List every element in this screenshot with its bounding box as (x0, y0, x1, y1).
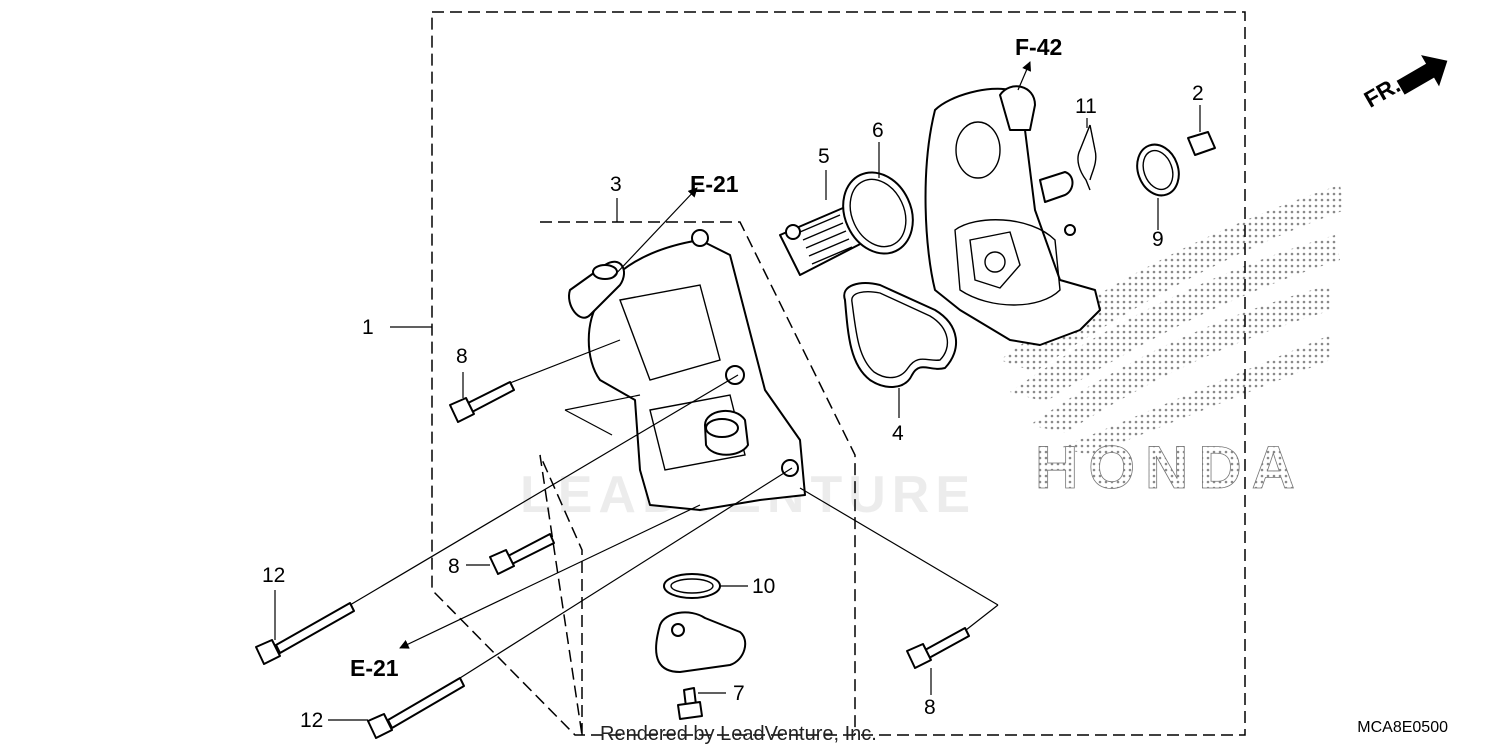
clip-11 (1077, 124, 1097, 191)
callout-4: 4 (892, 422, 904, 445)
honda-logo-text: HONDA (1035, 434, 1305, 501)
drawing-code: MCA8E0500 (1357, 719, 1448, 736)
callout-12-upper: 12 (262, 564, 285, 587)
callout-9: 9 (1152, 228, 1164, 251)
bolt-8-upper (449, 381, 515, 423)
credit-text: Rendered by LeadVenture, Inc. (600, 723, 877, 745)
bolt-12-upper (255, 602, 355, 665)
callout-2: 2 (1192, 82, 1204, 105)
o-ring-6-inner (849, 178, 907, 248)
cover-plate (655, 611, 747, 673)
ref-e21-bottom: E-21 (350, 655, 399, 681)
callout-3: 3 (610, 173, 622, 196)
bolt-8-right (906, 627, 970, 669)
bolt-8-lower (489, 533, 555, 575)
callout-6: 6 (872, 119, 884, 142)
e21-top-arrow (611, 187, 698, 279)
clip-nut-2 (1187, 131, 1216, 156)
callout-5: 5 (818, 145, 830, 168)
callout-10: 10 (752, 575, 775, 598)
cover-plate-hole (671, 623, 685, 637)
gasket-4-inner (851, 291, 949, 379)
bolt-12-lower (367, 677, 465, 739)
f42-arrow (1017, 61, 1032, 91)
o-ring-10 (663, 573, 721, 599)
e21-bottom-arrow (399, 504, 701, 649)
front-direction-arrow (1396, 55, 1448, 95)
callout-8-right: 8 (924, 696, 936, 719)
callout-12-lower: 12 (300, 709, 323, 732)
callout-8-lower: 8 (448, 555, 460, 578)
callout-7: 7 (733, 682, 745, 705)
honda-wing-logo (1000, 185, 1345, 455)
bolt-7 (677, 687, 703, 720)
ref-e21-top: E-21 (690, 171, 739, 197)
o-ring-9-inner (1142, 149, 1174, 191)
water-pump-cover (568, 229, 806, 511)
gasket-4 (843, 282, 958, 388)
sub-assembly-boundary (539, 221, 856, 736)
o-ring-10-inner (670, 578, 714, 594)
ref-f42: F-42 (1015, 34, 1062, 60)
callout-1: 1 (362, 316, 374, 339)
o-ring-9 (1136, 143, 1180, 197)
assembly-boundary (431, 11, 1246, 736)
callout-8-upper: 8 (456, 345, 468, 368)
front-direction-label: FR. (1359, 71, 1404, 112)
callout-11: 11 (1075, 95, 1097, 118)
water-pump-body (924, 85, 1101, 346)
leader-lines (274, 105, 1201, 721)
